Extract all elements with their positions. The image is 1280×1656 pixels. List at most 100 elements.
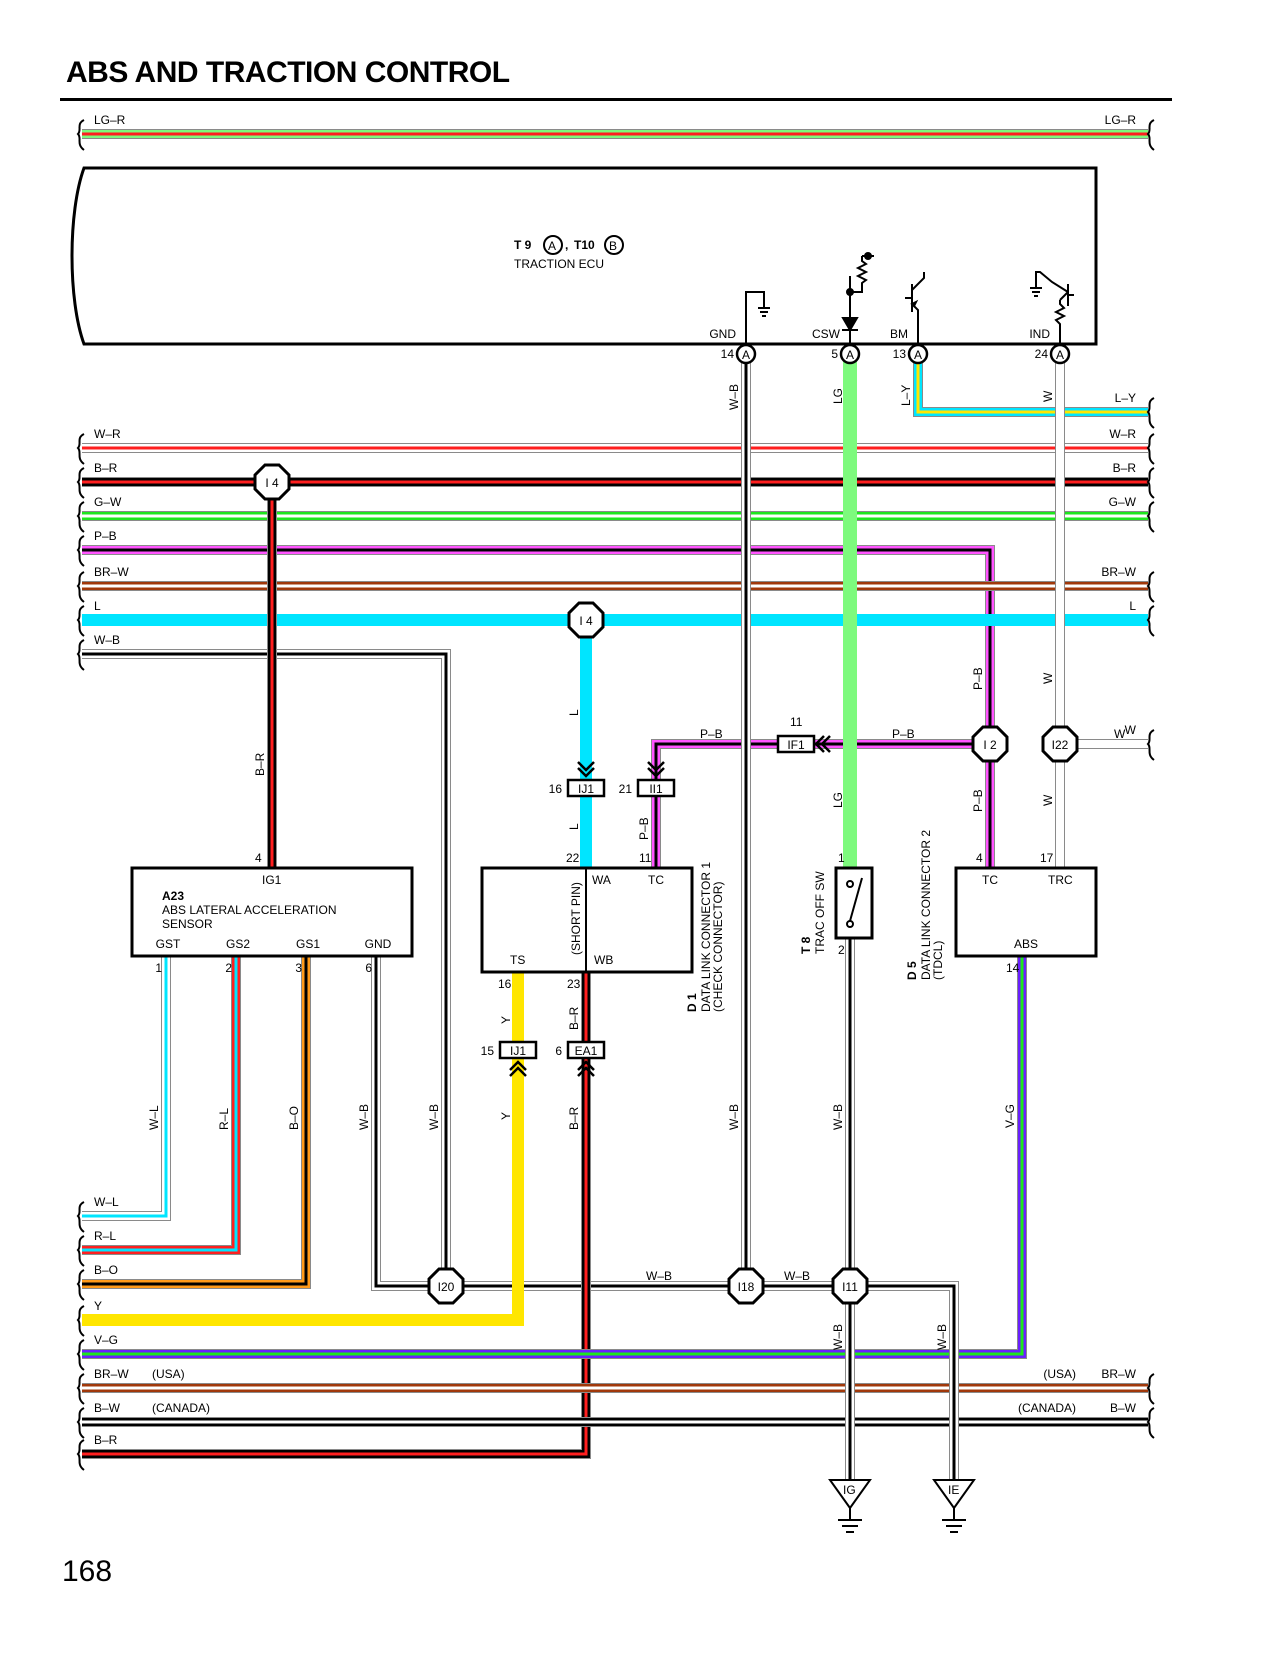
wire-label: W	[1114, 727, 1126, 741]
component-layer: T 9 A , T10 B TRACTION ECU	[70, 166, 1098, 1533]
switch-pin-1: 1	[838, 851, 845, 865]
ecu-pin-terminal[interactable]	[1049, 343, 1071, 365]
right-wire-label: B–R	[1113, 461, 1137, 475]
wire-label: B–O	[287, 1106, 301, 1130]
wire-continuation-left-icon	[76, 1339, 85, 1371]
wire-continuation-left-icon	[76, 467, 85, 499]
wire-continuation-left-icon	[76, 1439, 85, 1471]
junction-i22[interactable]: I22	[1041, 725, 1079, 763]
wire-label: R–L	[217, 1108, 231, 1130]
ecu-code-t10: ,	[565, 238, 568, 252]
ecu-badge-b: B	[609, 239, 617, 253]
wire-b-r-bottom	[82, 972, 591, 1459]
junction-i4-top-label: I 4	[265, 476, 279, 490]
traction-ecu-box	[70, 166, 1098, 346]
connector-ij1-bottom-pin: 15	[481, 1044, 495, 1058]
title-divider	[60, 98, 1172, 101]
left-wire-label: L	[94, 599, 101, 613]
right-wire-note: (USA)	[1043, 1367, 1076, 1381]
right-wire-label: BR–W	[1101, 565, 1136, 579]
abs-lateral-acceleration-sensor	[130, 866, 414, 958]
wire-label: W	[1041, 794, 1055, 806]
sensor-pin-label: GS1	[296, 937, 320, 951]
ecu-pin-number: 5	[831, 347, 838, 361]
dlc1-pin-wa: WA	[592, 873, 611, 887]
junction-i11[interactable]: I11	[831, 1267, 869, 1305]
right-wire-label: LG–R	[1105, 113, 1137, 127]
ecu-code-t10-label: T10	[574, 238, 595, 252]
dlc2-pin-num-tc: 4	[976, 851, 983, 865]
dlc1-name-2: (CHECK CONNECTOR)	[711, 882, 725, 1012]
wire-continuation-right-icon	[1146, 605, 1155, 637]
connector-ii1-id: II1	[649, 782, 663, 796]
connector-ii1-pin: 21	[619, 782, 633, 796]
dlc2-pin-num-abs: 14	[1006, 961, 1020, 975]
wire-label: W–B	[831, 1104, 845, 1130]
diode-resistor-icon	[841, 252, 874, 344]
transistor-ground-icon	[1030, 271, 1074, 344]
wire-label: W–B	[935, 1324, 949, 1350]
dlc2-code: D 5	[905, 961, 919, 980]
junction-i20-label: I20	[438, 1280, 455, 1294]
left-wire-label: B–O	[94, 1263, 118, 1277]
connector-ii1[interactable]: II1 21	[619, 761, 676, 798]
sensor-pin-number: 3	[295, 961, 302, 975]
dlc1-pin-num-wb: 23	[567, 977, 581, 991]
sensor-pin-number: 6	[365, 961, 372, 975]
wire-w-b-sensor	[371, 956, 850, 1291]
wire-b-o	[82, 956, 311, 1289]
ecu-pin-terminal[interactable]	[839, 343, 861, 365]
junction-i4-top[interactable]: I 4	[253, 463, 291, 501]
wire-y	[82, 972, 524, 1326]
ecu-pin-connector: A	[742, 348, 750, 362]
wire-label: P–B	[892, 727, 915, 741]
ecu-pin-terminal[interactable]	[907, 343, 929, 365]
wire-l-y	[913, 352, 1148, 417]
wire-continuation-left-icon	[76, 501, 85, 533]
sensor-pin-number: 2	[225, 961, 232, 975]
wire-label: W–B	[357, 1104, 371, 1130]
sensor-pin-label: GS2	[226, 937, 250, 951]
data-link-connector-2	[954, 866, 1098, 958]
wire-continuation-right-icon	[1146, 397, 1155, 429]
sensor-pin-number: 1	[155, 961, 162, 975]
ecu-pin-label: GND	[709, 327, 736, 341]
junction-i20[interactable]: I20	[427, 1267, 465, 1305]
wire-label: W–B	[427, 1104, 441, 1130]
connector-ea1-id: EA1	[575, 1044, 598, 1058]
connector-ij1-top-pin: 16	[549, 782, 563, 796]
wire-continuation-right-icon	[1146, 501, 1155, 533]
wire-continuation-left-icon	[76, 119, 85, 151]
junction-i4-mid[interactable]: I 4	[567, 601, 605, 639]
dlc2-pin-tc: TC	[982, 873, 998, 887]
sensor-name-2: SENSOR	[162, 917, 213, 931]
junction-i18[interactable]: I18	[727, 1267, 765, 1305]
dlc1-pin-ts: TS	[510, 953, 525, 967]
dlc1-pin-num-wa: 22	[566, 851, 580, 865]
wire-continuation-left-icon	[76, 605, 85, 637]
dlc2-name-1: DATA LINK CONNECTOR 2	[919, 830, 933, 980]
wire-v-g	[82, 956, 1027, 1359]
right-wire-label: W	[1125, 723, 1137, 737]
sensor-name-1: ABS LATERAL ACCELERATION	[162, 903, 337, 917]
left-wire-note: (USA)	[152, 1367, 185, 1381]
ecu-pin-terminal[interactable]	[735, 343, 757, 365]
junction-i2[interactable]: I 2	[971, 725, 1009, 763]
connector-if1[interactable]: IF1	[776, 734, 831, 754]
ecu-pin-number: 13	[893, 347, 907, 361]
dlc1-code: D 1	[685, 993, 699, 1012]
dlc2-pin-trc: TRC	[1048, 873, 1073, 887]
left-wire-label: W–R	[94, 427, 121, 441]
ecu-pin-connector: A	[846, 348, 854, 362]
connector-badge-a	[543, 235, 563, 255]
wire-label: LG	[831, 388, 845, 404]
wire-label: L	[567, 709, 581, 716]
wire-w-l	[82, 956, 171, 1221]
switch-code: T 8	[799, 936, 813, 954]
wire-label: W–L	[147, 1105, 161, 1130]
ground-ie: IE	[932, 1479, 976, 1533]
